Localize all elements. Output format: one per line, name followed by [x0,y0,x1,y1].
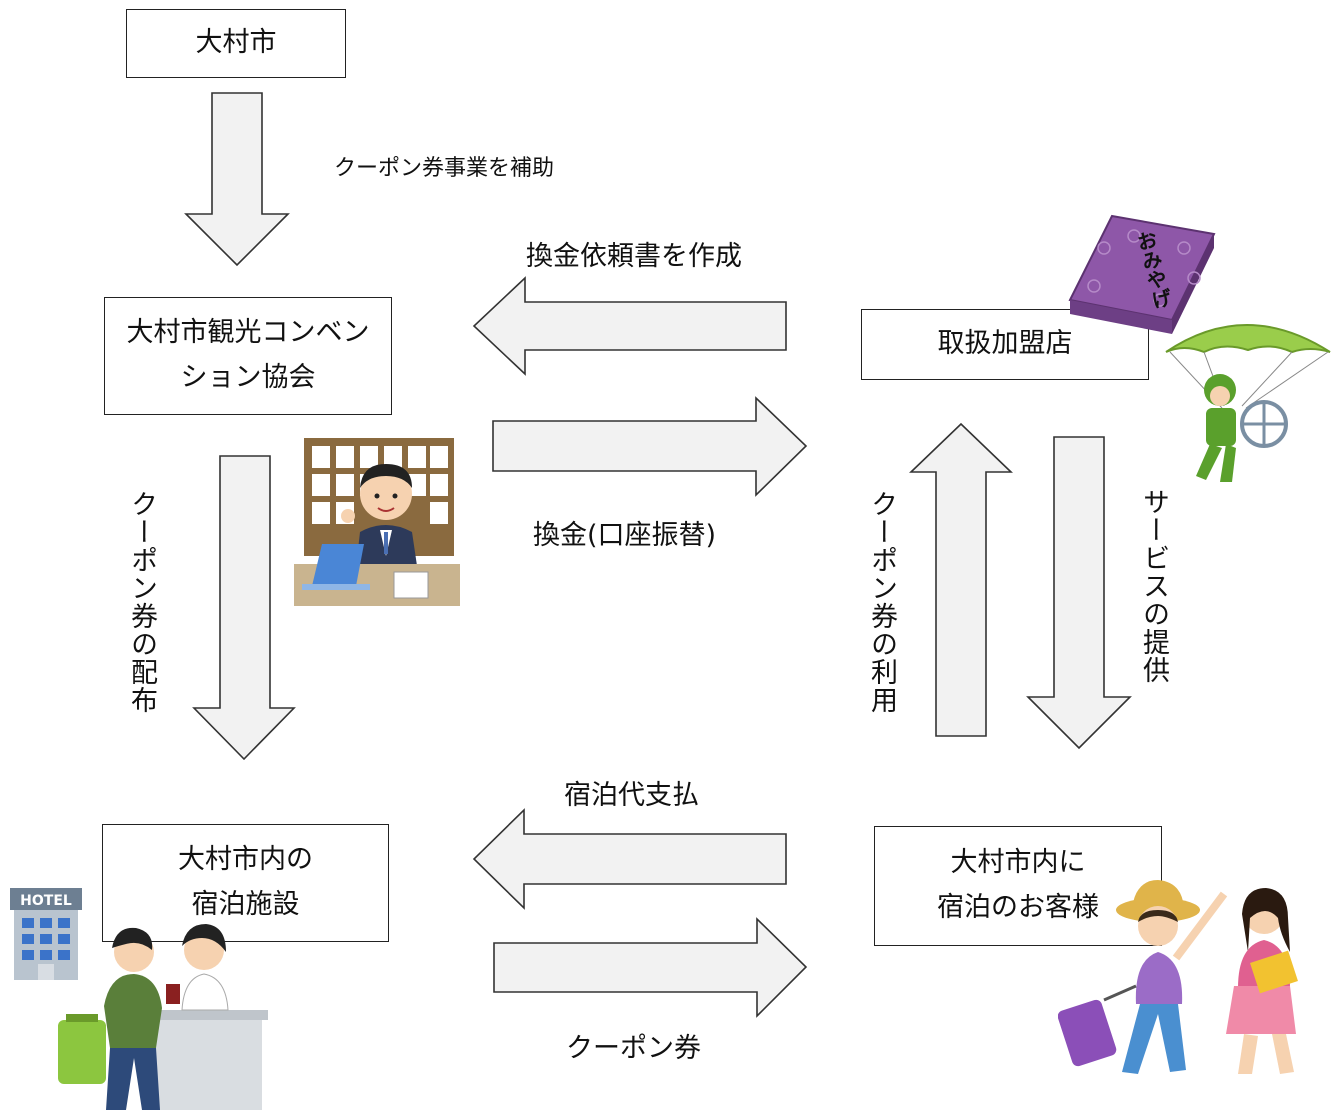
arrow-left-request [472,276,787,376]
hotel-guests-label-line1: 大村市内に [950,847,1086,879]
payment-label: 宿泊代支払 [564,780,699,811]
tourism-association-label-line2: ション協会 [180,362,316,393]
exchange-label: 換金(口座振替) [533,520,717,551]
tourism-association-box: 大村市観光コンベン ション協会 [104,297,392,415]
hotel-sign-text: HOTEL [20,893,72,909]
coupon-label: クーポン券 [566,1033,701,1064]
arrow-down-distribution [192,455,296,761]
omura-city-box: 大村市 [126,9,346,78]
arrow-down-service [1026,436,1132,750]
arrow-right-coupon [493,917,808,1018]
participating-shop-box: 取扱加盟店 [861,309,1149,380]
paraglider-illustration [1165,324,1331,482]
lodging-facility-label-line1: 大村市内の [178,844,313,876]
hotel-guests-label-line2: 宿泊のお客様 [937,892,1099,923]
lodging-facility-label-line2: 宿泊施設 [191,889,300,920]
tourists-illustration [1058,880,1298,1074]
hotel-front-desk-illustration: HOTEL [10,888,268,1110]
omura-city-label: 大村市 [195,27,277,59]
request-label: 換金依頼書を作成 [526,241,742,272]
service-label: サービスの提供 [1138,488,1169,684]
arrow-down-subsidy [184,92,290,267]
lodging-facility-box: 大村市内の 宿泊施設 [102,824,389,942]
hotel-guests-box: 大村市内に 宿泊のお客様 [874,826,1162,946]
use-label: クーポン券の利用 [866,490,897,714]
arrow-up-use [909,422,1013,737]
souvenir-box-illustration: おみやげ [1068,214,1216,334]
office-staff-illustration [294,438,460,606]
arrow-right-exchange [492,396,808,497]
subsidy-label: クーポン券事業を補助 [334,156,555,181]
participating-shop-label: 取扱加盟店 [937,328,1073,360]
tourism-association-label-line1: 大村市観光コンベン [126,317,370,349]
distribution-label: クーポン券の配布 [126,490,157,714]
arrow-left-payment [472,808,787,910]
